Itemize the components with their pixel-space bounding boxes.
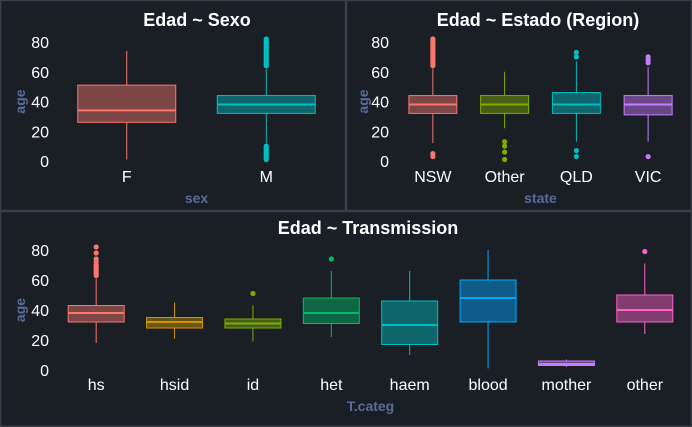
- y-tick-label: 20: [31, 333, 49, 350]
- box-blood: [459, 250, 517, 369]
- y-tick-label: 80: [371, 35, 389, 52]
- x-tick-label: mother: [542, 377, 592, 394]
- outlier-point: [93, 244, 99, 250]
- outlier-point: [573, 147, 579, 154]
- box-mother: [537, 359, 595, 367]
- box-f: [77, 50, 177, 160]
- x-tick-label: hs: [88, 377, 105, 394]
- y-tick-label: 80: [31, 35, 49, 52]
- box-id: [224, 290, 282, 342]
- outlier-point: [642, 248, 648, 255]
- box-hsid: [146, 302, 204, 339]
- box-other: [616, 248, 674, 334]
- x-tick-label: blood: [468, 377, 507, 394]
- y-tick-label: 0: [380, 154, 389, 171]
- outlier-point: [250, 290, 256, 297]
- box-body: [551, 92, 601, 114]
- x-axis-label: T.categ: [347, 398, 394, 414]
- box-qld: [551, 49, 601, 160]
- outlier-point: [502, 156, 508, 163]
- y-tick-label: 60: [31, 65, 49, 82]
- y-tick-label: 40: [371, 95, 389, 112]
- outlier-point: [502, 149, 508, 155]
- y-tick-label: 60: [371, 65, 389, 82]
- outlier-point: [645, 153, 651, 160]
- outlier-point: [573, 49, 579, 56]
- outlier-point: [263, 143, 269, 149]
- y-axis-label: age: [12, 89, 28, 113]
- panel-edad-estado: Edad ~ Estado (Region) 0 20 40 60 80 age state N…: [345, 0, 692, 212]
- y-tick-label: 20: [371, 124, 389, 141]
- x-tick-label: id: [247, 377, 259, 394]
- outlier-point: [502, 139, 508, 145]
- outlier-point: [263, 36, 269, 42]
- x-axis-label: sex: [185, 190, 209, 206]
- box-body: [381, 300, 439, 345]
- outlier-point: [430, 150, 436, 157]
- outlier-point: [502, 143, 508, 149]
- chart-title: Edad ~ Transmission: [278, 218, 459, 238]
- x-tick-label: M: [260, 169, 273, 186]
- box-haem: [381, 271, 439, 355]
- y-tick-label: 60: [31, 273, 49, 290]
- y-tick-label: 40: [31, 95, 49, 112]
- box-hs: [67, 244, 125, 343]
- y-tick-label: 20: [31, 124, 49, 141]
- x-tick-label: F: [122, 169, 132, 186]
- x-tick-label: other: [627, 377, 664, 394]
- x-tick-label: VIC: [635, 169, 662, 186]
- outlier-point: [328, 256, 334, 262]
- box-body: [459, 279, 517, 323]
- outlier-point: [645, 54, 651, 60]
- x-axis-label: state: [524, 190, 557, 206]
- y-tick-label: 80: [31, 243, 49, 260]
- box-het: [302, 256, 360, 337]
- box-body: [302, 297, 360, 324]
- x-tick-label: QLD: [560, 169, 593, 186]
- panel-border: [0, 0, 347, 212]
- y-tick-label: 0: [40, 363, 49, 380]
- outlier-point: [430, 36, 436, 42]
- panel-edad-sexo: Edad ~ Sexo 0 20 40 60 80 age sex F M: [0, 0, 347, 212]
- y-tick-label: 40: [31, 303, 49, 320]
- chart-title: Edad ~ Estado (Region): [437, 10, 640, 30]
- x-tick-label: hsid: [160, 377, 189, 394]
- x-tick-label: Other: [485, 169, 526, 186]
- outlier-point: [93, 250, 99, 256]
- y-axis-label: age: [355, 89, 371, 113]
- box-m: [216, 36, 316, 163]
- x-tick-label: NSW: [414, 169, 452, 186]
- outlier-point: [573, 54, 579, 60]
- box-vic: [623, 54, 673, 160]
- x-tick-label: haem: [390, 377, 430, 394]
- outlier-point: [93, 256, 99, 262]
- chart-title: Edad ~ Sexo: [143, 10, 251, 30]
- box-nsw: [408, 36, 458, 160]
- x-tick-label: het: [320, 377, 343, 394]
- box-body: [77, 84, 177, 123]
- box-body: [616, 294, 674, 323]
- outlier-point: [573, 153, 579, 160]
- y-tick-label: 0: [40, 154, 49, 171]
- y-axis-label: age: [12, 298, 28, 322]
- box-other: [480, 71, 530, 163]
